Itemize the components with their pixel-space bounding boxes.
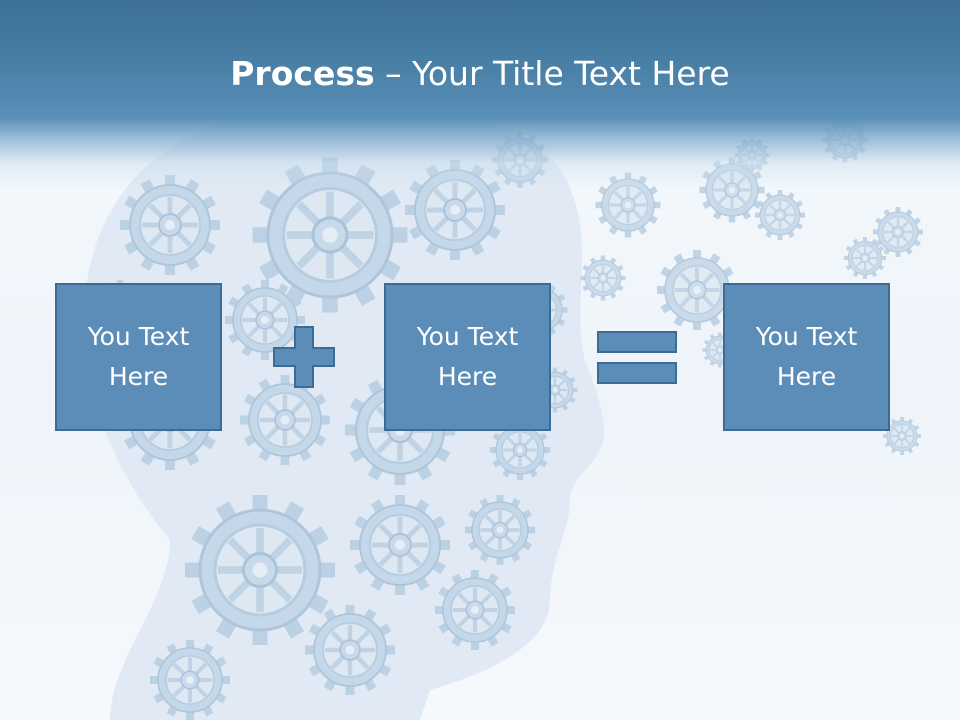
slide-title: Process – Your Title Text Here [0, 52, 960, 96]
text-box-1-line2: Here [108, 362, 169, 391]
text-box-3-line2: Here [776, 362, 837, 391]
text-box-2-line2: Here [437, 362, 498, 391]
text-box-3[interactable]: You Text Here [723, 283, 890, 431]
title-band [0, 0, 960, 190]
title-rest: – Your Title Text Here [374, 54, 730, 93]
title-bold: Process [230, 54, 375, 93]
text-box-2-line1: You Text [416, 322, 519, 351]
text-box-1[interactable]: You Text Here [55, 283, 222, 431]
text-box-2[interactable]: You Text Here [384, 283, 551, 431]
equals-icon [597, 331, 677, 384]
plus-icon [273, 326, 335, 388]
text-box-3-line1: You Text [755, 322, 858, 351]
text-box-1-line1: You Text [87, 322, 190, 351]
